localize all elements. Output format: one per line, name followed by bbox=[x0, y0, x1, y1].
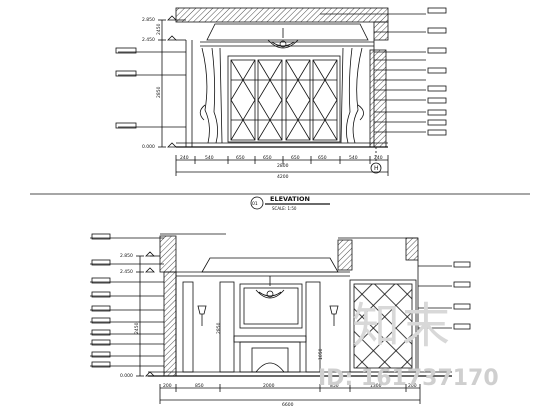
bottom-width-4: 850 bbox=[330, 383, 339, 389]
top-total-width: 4200 bbox=[277, 174, 289, 180]
bottom-elevation bbox=[90, 233, 471, 404]
top-level-3: 0.000 bbox=[142, 144, 155, 150]
bottom-mirror-panel bbox=[239, 283, 303, 329]
top-curtain-left bbox=[201, 47, 223, 144]
bottom-fireplace bbox=[233, 335, 307, 373]
top-chandelier bbox=[267, 28, 299, 49]
top-level-1: 2.850 bbox=[142, 17, 155, 23]
elevation-caption bbox=[30, 193, 530, 210]
bottom-total-width: 6600 bbox=[282, 402, 294, 408]
top-height-2: 2850 bbox=[156, 86, 162, 98]
bottom-ceiling-slab-left bbox=[159, 235, 177, 273]
top-french-doors bbox=[227, 55, 341, 143]
bottom-height-2: 2850 bbox=[216, 322, 222, 334]
bottom-width-3: 2000 bbox=[263, 383, 275, 389]
caption-title: ELEVATION bbox=[270, 195, 310, 203]
bottom-width-6: 200 bbox=[408, 383, 417, 389]
caption-number: 01 bbox=[252, 201, 258, 207]
top-width-7: 540 bbox=[349, 155, 358, 161]
top-curtain-right bbox=[340, 47, 363, 144]
bottom-level-2: 2.450 bbox=[120, 269, 133, 275]
top-inner-width: 2800 bbox=[277, 163, 289, 169]
bottom-lattice-cabinet bbox=[349, 279, 417, 373]
bottom-width-5: 1300 bbox=[370, 383, 382, 389]
bottom-crown-molding bbox=[201, 257, 339, 273]
bottom-wall-sconce-right bbox=[329, 305, 339, 326]
top-width-4: 650 bbox=[263, 155, 272, 161]
bottom-width-2: 850 bbox=[195, 383, 204, 389]
top-crown-molding bbox=[206, 23, 369, 41]
top-width-6: 650 bbox=[318, 155, 327, 161]
top-ceiling-slab bbox=[175, 7, 389, 23]
top-grid-marker-label: H bbox=[374, 165, 379, 172]
top-width-2: 540 bbox=[205, 155, 214, 161]
top-width-1: 240 bbox=[180, 155, 189, 161]
bottom-width-1: 200 bbox=[163, 383, 172, 389]
bottom-ceiling-slab-right bbox=[337, 239, 353, 271]
bottom-chandelier bbox=[255, 276, 285, 299]
top-elevation bbox=[115, 7, 447, 176]
bottom-wall-sconce-left bbox=[197, 305, 207, 326]
top-width-3: 650 bbox=[236, 155, 245, 161]
caption-scale: SCALE: 1:50 bbox=[272, 206, 297, 211]
bottom-level-3: 0.000 bbox=[120, 373, 133, 379]
bottom-height-1: 2450 bbox=[134, 322, 140, 334]
bottom-level-1: 2.850 bbox=[120, 253, 133, 259]
bottom-height-3: 1050 bbox=[318, 348, 324, 360]
top-width-8: 240 bbox=[374, 155, 383, 161]
top-level-2: 2.450 bbox=[142, 37, 155, 43]
top-height-1: 2450 bbox=[156, 23, 162, 35]
top-width-5: 650 bbox=[291, 155, 300, 161]
top-grid-marker bbox=[370, 162, 382, 174]
